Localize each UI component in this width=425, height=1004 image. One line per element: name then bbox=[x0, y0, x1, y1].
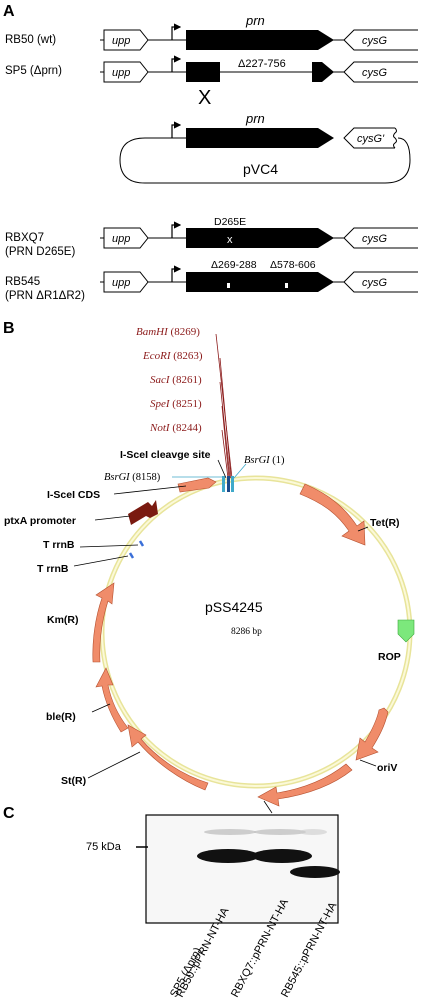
rop-arrow bbox=[397, 619, 415, 643]
site-bamhi: BamHI (8269) bbox=[136, 326, 200, 338]
bla-arrow bbox=[257, 763, 353, 807]
promoter-arrow bbox=[171, 23, 182, 40]
str-arrow bbox=[127, 724, 209, 791]
panel-b-letter: B bbox=[3, 320, 15, 337]
row-rbxq7: RBXQ7 (PRN D265E) upp D265E x cysG bbox=[5, 216, 418, 258]
upp-label: upp bbox=[112, 277, 130, 289]
label-str: St(R) bbox=[61, 775, 86, 787]
cysg-gene-arrow bbox=[343, 271, 418, 293]
label-kmr: Km(R) bbox=[47, 614, 79, 626]
upp-label: upp bbox=[112, 35, 130, 47]
deletion-gap-1 bbox=[227, 283, 230, 288]
upp-gene-arrow bbox=[103, 29, 149, 51]
cysg-gene-arrow bbox=[343, 227, 418, 249]
row-rb50: RB50 (wt) upp prn cysG bbox=[5, 13, 418, 51]
restriction-sites: BamHI (8269) EcoRI (8263) SacI (8261) Sp… bbox=[136, 326, 233, 479]
upp-label: upp bbox=[112, 67, 130, 79]
prn-label: prn bbox=[245, 111, 265, 126]
label-rop: ROP bbox=[378, 651, 401, 663]
tetr-arrow bbox=[299, 483, 366, 546]
cysg-label: cysG bbox=[362, 67, 388, 79]
site-saci: SacI (8261) bbox=[150, 374, 202, 386]
row-sublabel: (PRN D265E) bbox=[5, 246, 75, 258]
panel-a-letter: A bbox=[3, 3, 15, 20]
label-isce1-cds: I-SceI CDS bbox=[47, 489, 100, 501]
mutation-label: D265E bbox=[214, 216, 246, 228]
marker-label: 75 kDa bbox=[86, 841, 122, 853]
oriv-arrow bbox=[355, 707, 389, 761]
prn-label: prn bbox=[245, 13, 265, 28]
deletion-label-1: Δ269-288 bbox=[211, 259, 257, 271]
row-label: RBXQ7 bbox=[5, 232, 44, 244]
plasmid-backbone bbox=[119, 137, 411, 184]
deletion-gap-2 bbox=[285, 283, 288, 288]
prn-gene-arrow bbox=[186, 272, 334, 292]
site-spei: SpeI (8251) bbox=[150, 398, 202, 410]
promoter-arrow bbox=[171, 221, 182, 238]
cleavage-marker bbox=[222, 476, 225, 492]
cysg-label: cysG bbox=[362, 277, 388, 289]
label-trrnb-1: T rrnB bbox=[43, 539, 75, 551]
cysg-label: cysG bbox=[362, 35, 388, 47]
prn-gene-arrow bbox=[186, 228, 334, 248]
cysg-gene-arrow bbox=[343, 29, 418, 51]
row-label: SP5 (Δprn) bbox=[5, 65, 62, 77]
band-rb50 bbox=[197, 849, 259, 863]
cleavage-marker bbox=[231, 476, 234, 492]
site-ecori: EcoRI (8263) bbox=[142, 350, 203, 362]
kmr-arrow bbox=[92, 582, 115, 663]
promoter-arrow bbox=[171, 121, 182, 138]
terminator-mark bbox=[138, 540, 145, 547]
faint-band bbox=[204, 829, 256, 835]
label-cleavage-site: I-SceI cleavge site bbox=[120, 449, 211, 461]
site-bsrgi-left: BsrGI (8158) bbox=[104, 472, 161, 483]
pvc4-plasmid: prn cysG' pVC4 bbox=[119, 111, 411, 184]
bler-arrow bbox=[95, 667, 129, 733]
row-sp5: SP5 (Δprn) upp Δ227-756 cysG bbox=[5, 55, 418, 83]
faint-band bbox=[254, 829, 306, 835]
label-oriv: oriV bbox=[377, 762, 397, 774]
site-noti: NotI (8244) bbox=[149, 422, 202, 434]
upp-gene-arrow bbox=[103, 227, 149, 249]
cysg-partial-label: cysG' bbox=[357, 133, 385, 145]
plasmid-name: pSS4245 bbox=[205, 599, 263, 615]
cysg-gene-arrow bbox=[343, 61, 418, 83]
band-rb545 bbox=[290, 866, 340, 878]
upp-label: upp bbox=[112, 233, 130, 245]
band-rbxq7 bbox=[252, 849, 312, 863]
label-trrnb-2: T rrnB bbox=[37, 563, 69, 575]
upp-gene-arrow bbox=[103, 61, 149, 83]
terminator-mark bbox=[128, 552, 135, 559]
plasmid-name: pVC4 bbox=[243, 161, 278, 177]
site-bsrgi-right: BsrGI (1) bbox=[244, 455, 285, 466]
crossover-mark: X bbox=[198, 87, 211, 109]
prn-gene-arrow bbox=[186, 30, 334, 50]
upp-gene-arrow bbox=[103, 271, 149, 293]
isce1-cds-arrow bbox=[177, 477, 217, 493]
cysg-partial-arrow bbox=[343, 127, 395, 149]
deletion-label: Δ227-756 bbox=[238, 58, 286, 70]
prn-gene-arrow bbox=[186, 128, 334, 148]
faint-band bbox=[299, 829, 327, 835]
deletion-label-2: Δ578-606 bbox=[270, 259, 316, 271]
label-tetr: Tet(R) bbox=[370, 517, 400, 529]
row-label: RB50 (wt) bbox=[5, 34, 56, 46]
label-bler: ble(R) bbox=[46, 711, 76, 723]
label-ptxa-promoter: ptxA promoter bbox=[4, 515, 76, 527]
promoter-arrow bbox=[171, 265, 182, 282]
ptxa-promoter-arrow bbox=[128, 500, 158, 525]
row-rb545: RB545 (PRN ΔR1ΔR2) upp Δ269-288 Δ578-606… bbox=[5, 259, 418, 302]
mutation-mark: x bbox=[227, 234, 233, 246]
panel-c-letter: C bbox=[3, 805, 15, 822]
prn-fragment-left bbox=[186, 62, 220, 82]
row-sublabel: (PRN ΔR1ΔR2) bbox=[5, 290, 85, 302]
prn-fragment-right bbox=[312, 62, 334, 82]
row-label: RB545 bbox=[5, 276, 40, 288]
plasmid-size: 8286 bp bbox=[231, 627, 262, 637]
promoter-arrow bbox=[171, 55, 182, 72]
cysg-label: cysG bbox=[362, 233, 388, 245]
cleavage-marker bbox=[227, 476, 230, 492]
